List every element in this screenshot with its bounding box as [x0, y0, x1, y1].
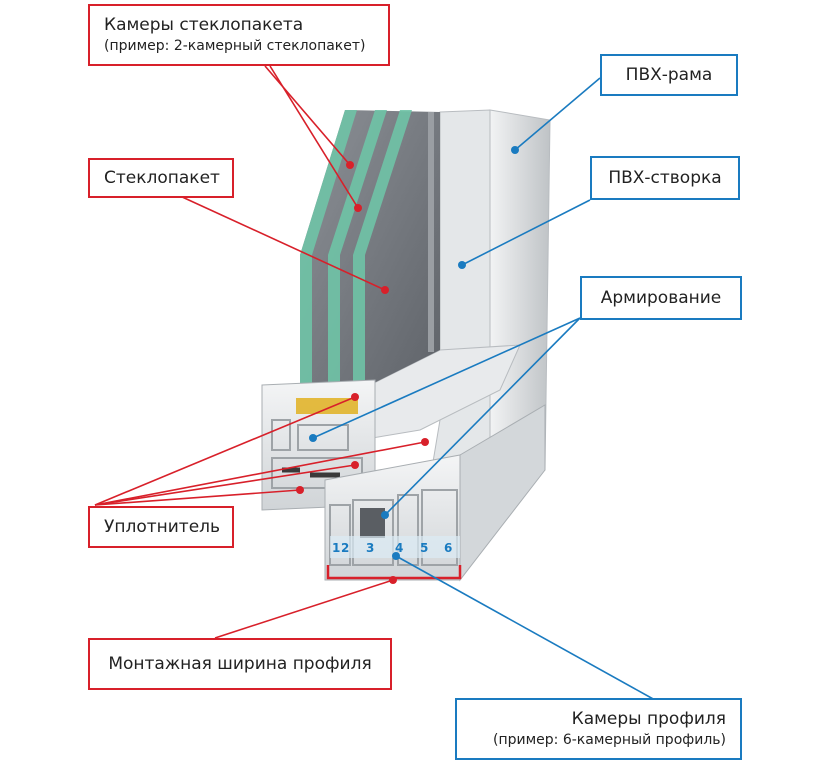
label-pvc-sash: ПВХ-створка [590, 156, 740, 200]
chamber-number-6: 6 [444, 541, 452, 555]
label-mounting-width: Монтажная ширина профиля [88, 638, 392, 690]
label-profile-chambers-subtitle: (пример: 6-камерный профиль) [493, 732, 726, 749]
label-pvc-frame-title: ПВХ-рама [625, 64, 713, 85]
label-pvc-sash-title: ПВХ-створка [608, 167, 722, 188]
label-reinforcement-title: Армирование [600, 287, 722, 308]
label-glass-unit: Стеклопакет [88, 158, 234, 198]
label-glass-chambers: Камеры стеклопакета (пример: 2-камерный … [88, 4, 390, 66]
label-reinforcement: Армирование [580, 276, 742, 320]
frame-profile-section [324, 404, 546, 582]
chamber-numbers: 1 2 3 4 5 6 [332, 541, 452, 555]
label-glass-chambers-title: Камеры стеклопакета [104, 14, 304, 35]
chamber-number-2: 2 [341, 541, 349, 555]
chamber-number-3: 3 [366, 541, 374, 555]
label-glass-unit-title: Стеклопакет [104, 167, 220, 188]
label-seal-title: Уплотнитель [104, 516, 221, 537]
chamber-number-1: 1 [332, 541, 340, 555]
red-leader-lines [94, 65, 426, 639]
chamber-number-4: 4 [395, 541, 403, 555]
label-profile-chambers: Камеры профиля (пример: 6-камерный профи… [455, 698, 742, 760]
glass-unit-shape [300, 110, 440, 400]
label-mounting-width-title: Монтажная ширина профиля [108, 653, 372, 674]
chamber-number-5: 5 [420, 541, 428, 555]
red-leader-dots [296, 161, 429, 584]
label-pvc-frame: ПВХ-рама [600, 54, 738, 96]
label-glass-chambers-subtitle: (пример: 2-камерный стеклопакет) [104, 38, 366, 55]
blue-leader-lines [312, 77, 656, 701]
label-profile-chambers-title: Камеры профиля [571, 708, 726, 729]
blue-leader-dots [309, 146, 519, 560]
label-seal: Уплотнитель [88, 506, 234, 548]
pvc-sash-shape [359, 109, 521, 482]
